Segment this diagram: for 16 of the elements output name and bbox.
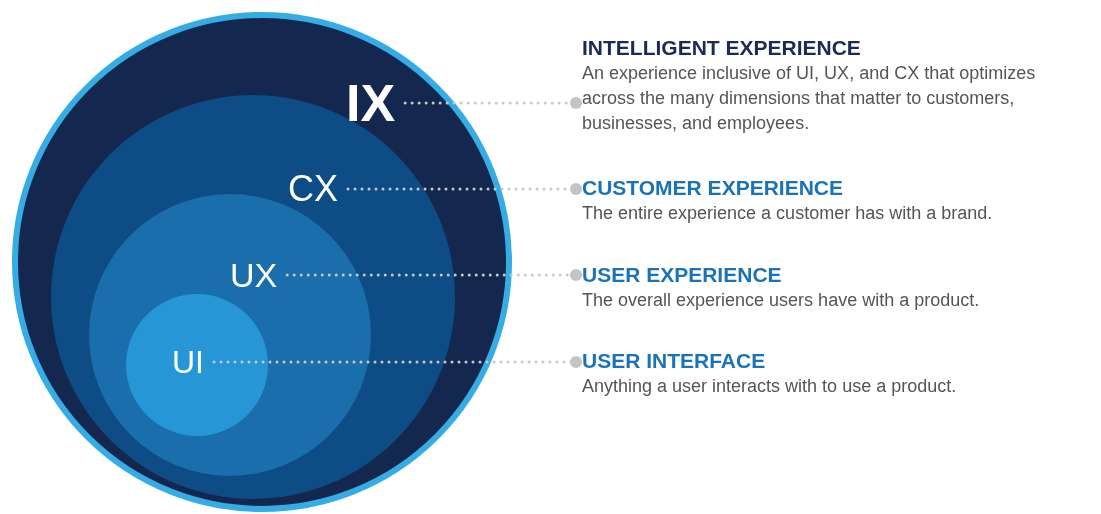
description: The overall experience users have with a product. [582,289,981,312]
heading: USER INTERFACE [582,348,767,374]
heading: CUSTOMER EXPERIENCE [582,175,844,201]
leader-line [212,356,584,368]
circle-label: IX [346,77,396,129]
circle-label: UI [172,346,204,378]
circle-label: UX [230,258,278,292]
leader-line [346,183,584,195]
circle-label: CX [288,171,338,207]
description: An experience inclusive of UI, UX, and CX that optimizes across the many dimensions that matter to customers, businesses, and employees. [582,62,1037,135]
description: Anything a user interacts with to use a product. [582,375,958,398]
leader-line [403,97,584,109]
description: The entire experience a customer has with a brand. [582,202,994,225]
heading: INTELLIGENT EXPERIENCE [582,35,862,61]
heading: USER EXPERIENCE [582,262,783,288]
leader-line [285,269,584,281]
